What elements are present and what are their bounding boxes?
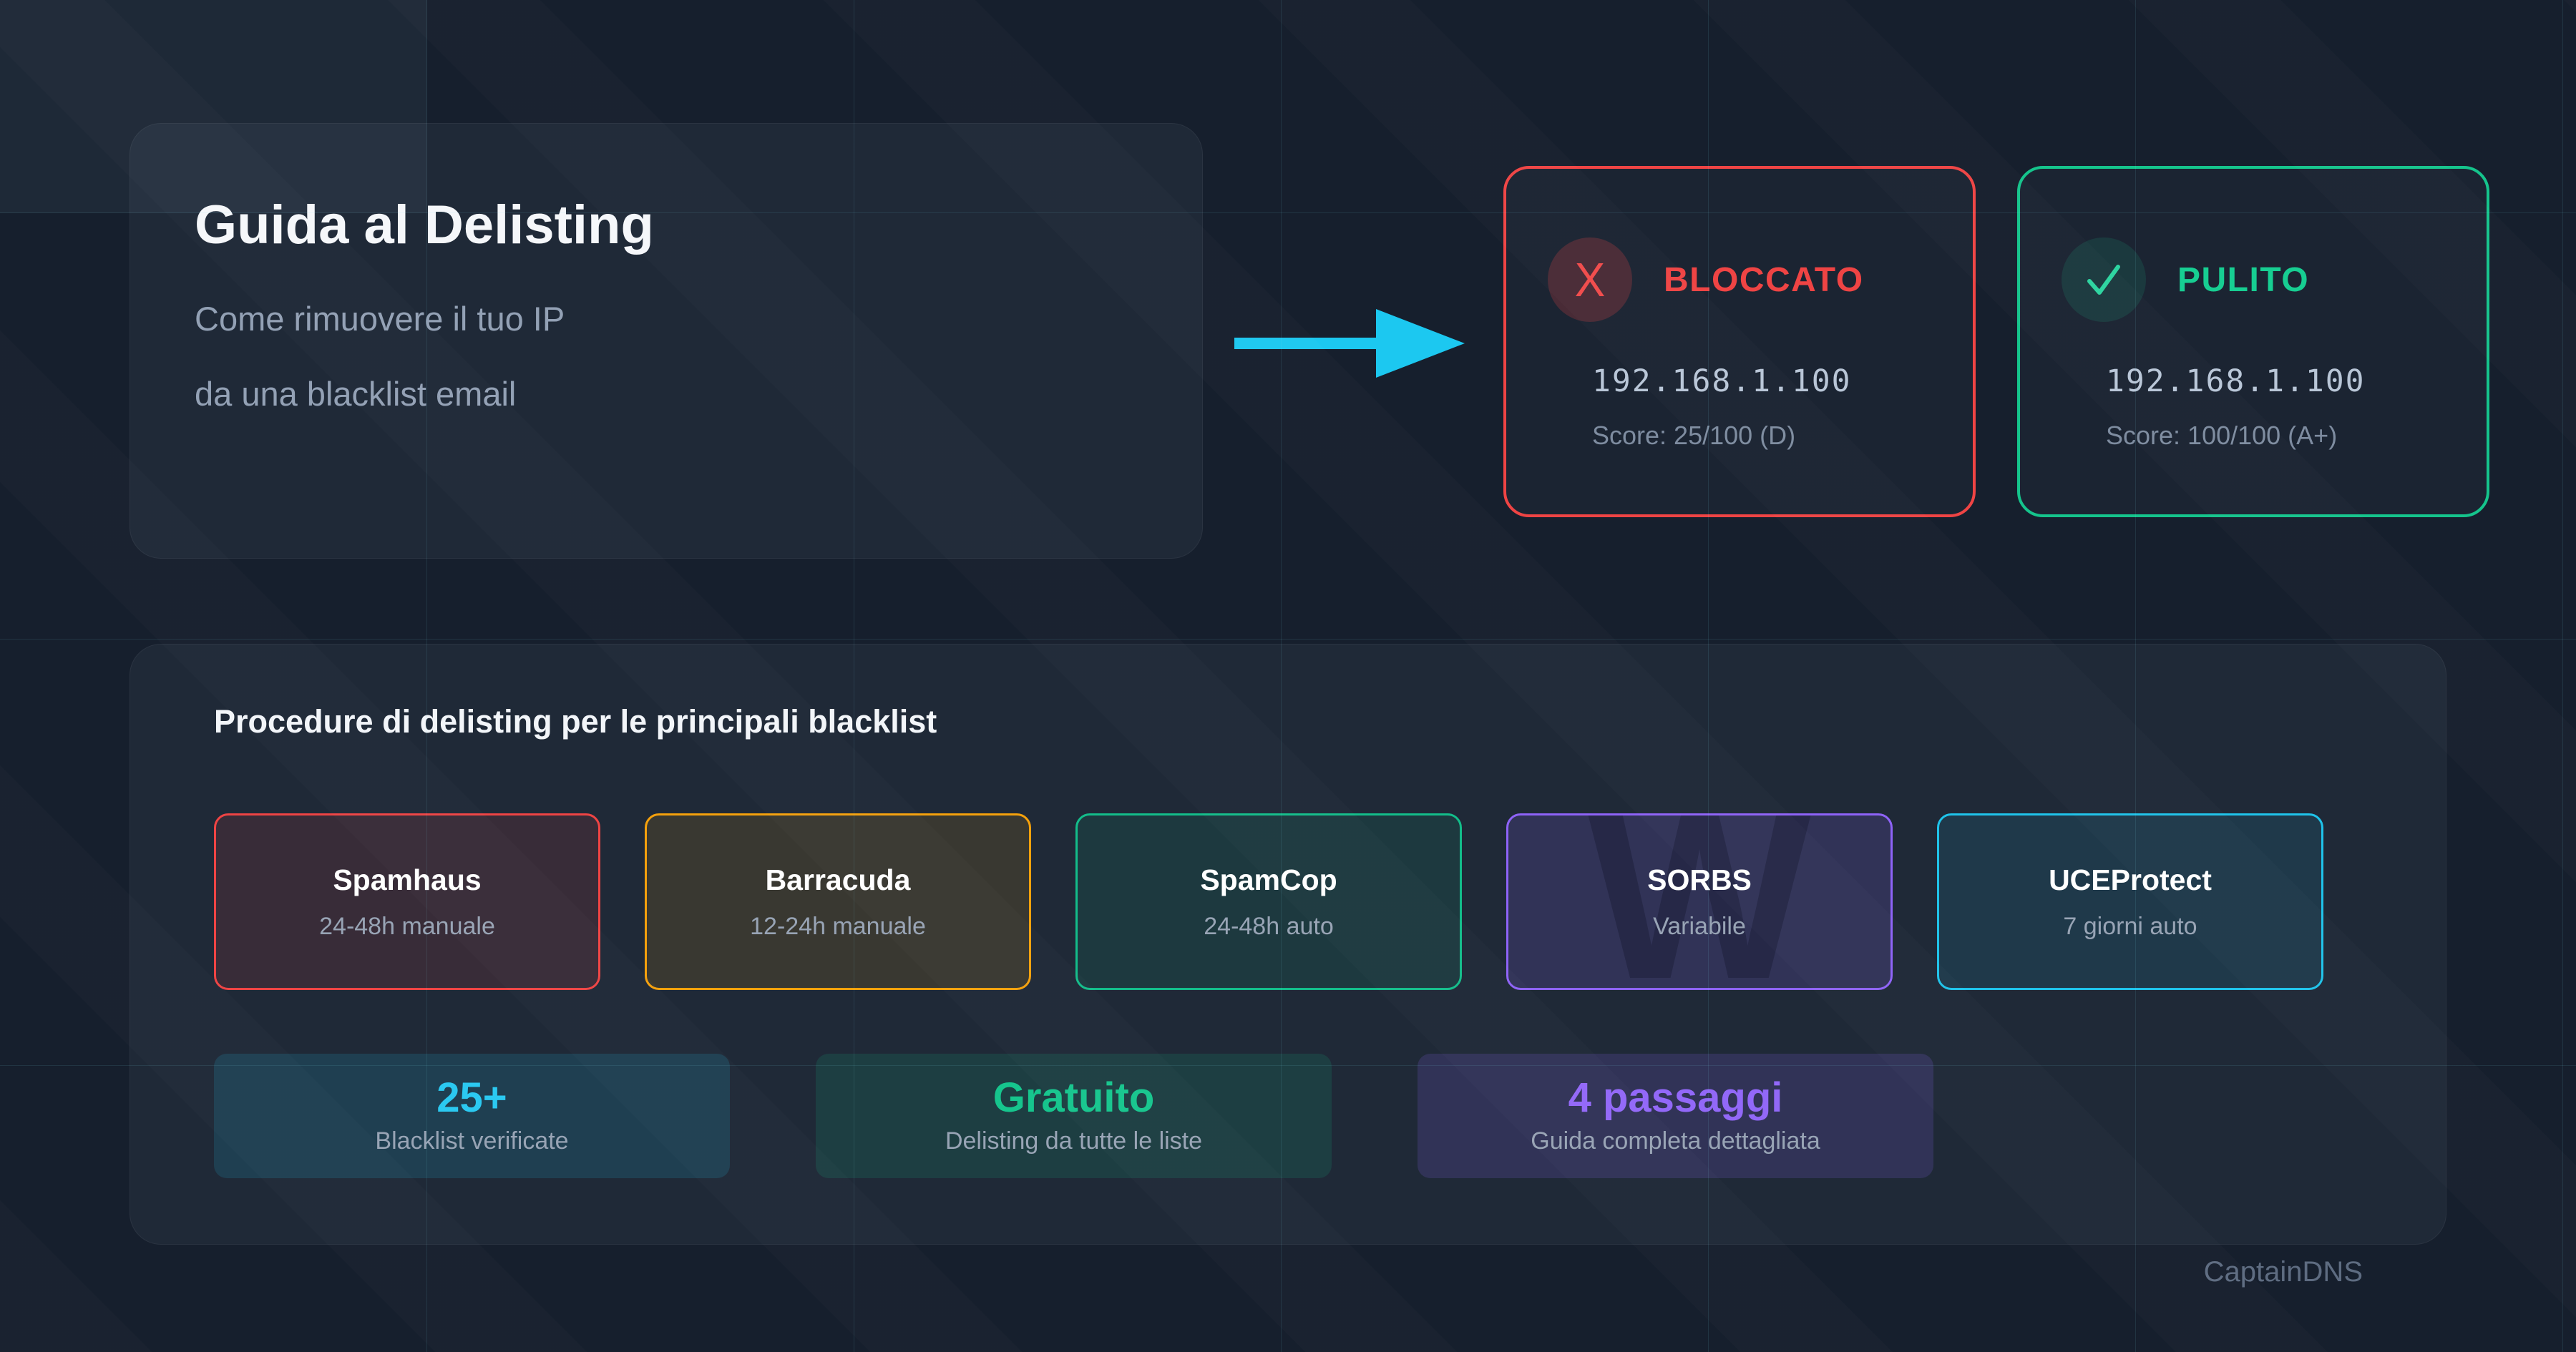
stat-label: Blacklist verificate (375, 1127, 569, 1155)
blacklist-name: SORBS (1647, 863, 1752, 896)
brand-watermark: CaptainDNS (2203, 1256, 2363, 1288)
page-subtitle: Come rimuovere il tuo IP da una blacklis… (195, 281, 1138, 433)
blacklist-time: 12-24h manuale (750, 912, 926, 940)
status-head: PULITO (2062, 237, 2487, 322)
stat-badge-free: Gratuito Delisting da tutte le liste (816, 1054, 1332, 1178)
ip-address: 192.168.1.100 (1592, 363, 1852, 399)
blacklist-time: 24-48h manuale (319, 912, 495, 940)
stat-value: 4 passaggi (1568, 1074, 1783, 1121)
subtitle-line-1: Come rimuovere il tuo IP (195, 299, 565, 338)
x-glyph: X (1574, 253, 1606, 307)
stat-badge-blacklists: 25+ Blacklist verificate (214, 1054, 730, 1178)
right-arrow-icon (1234, 309, 1465, 378)
blacklist-name: SpamCop (1200, 863, 1337, 896)
status-card-clean: PULITO 192.168.1.100 Score: 100/100 (A+) (2017, 166, 2489, 517)
page-title: Guida al Delisting (195, 195, 654, 255)
sorbs-watermark: W (1588, 813, 1811, 990)
blacklist-card-sorbs: W SORBS Variabile (1506, 813, 1893, 990)
stat-label: Guida completa dettagliata (1531, 1127, 1820, 1155)
x-icon: X (1548, 237, 1632, 322)
stat-value: 25+ (436, 1074, 507, 1121)
status-card-blocked: X BLOCCATO 192.168.1.100 Score: 25/100 (… (1503, 166, 1976, 517)
check-icon (2062, 237, 2146, 322)
score-text: Score: 25/100 (D) (1592, 421, 1796, 450)
status-head: X BLOCCATO (1548, 237, 1973, 322)
blacklist-card-spamcop: SpamCop 24-48h auto (1075, 813, 1462, 990)
blacklist-time: Variabile (1653, 912, 1746, 940)
procedures-panel: Procedure di delisting per le principali… (130, 644, 2446, 1245)
blacklist-name: UCEProtect (2049, 863, 2212, 896)
blacklist-name: Spamhaus (333, 863, 482, 896)
stat-label: Delisting da tutte le liste (945, 1127, 1203, 1155)
blacklist-card-uceprotect: UCEProtect 7 giorni auto (1937, 813, 2323, 990)
blacklist-card-spamhaus: Spamhaus 24-48h manuale (214, 813, 600, 990)
blacklist-cards-row: Spamhaus 24-48h manuale Barracuda 12-24h… (214, 813, 2323, 990)
blacklist-card-barracuda: Barracuda 12-24h manuale (645, 813, 1031, 990)
hero-card: Guida al Delisting Come rimuovere il tuo… (130, 123, 1203, 559)
blacklist-time: 7 giorni auto (2063, 912, 2197, 940)
corner-highlight-block (0, 0, 427, 213)
score-text: Score: 100/100 (A+) (2106, 421, 2338, 450)
stat-badge-steps: 4 passaggi Guida completa dettagliata (1418, 1054, 1933, 1178)
blacklist-time: 24-48h auto (1204, 912, 1334, 940)
ip-address: 192.168.1.100 (2106, 363, 2366, 399)
status-label: BLOCCATO (1664, 260, 1864, 299)
status-label: PULITO (2177, 260, 2310, 299)
stat-value: Gratuito (992, 1074, 1155, 1121)
section-title: Procedure di delisting per le principali… (214, 703, 937, 740)
subtitle-line-2: da una blacklist email (195, 375, 517, 413)
blacklist-name: Barracuda (765, 863, 911, 896)
stats-row: 25+ Blacklist verificate Gratuito Delist… (214, 1054, 1933, 1178)
